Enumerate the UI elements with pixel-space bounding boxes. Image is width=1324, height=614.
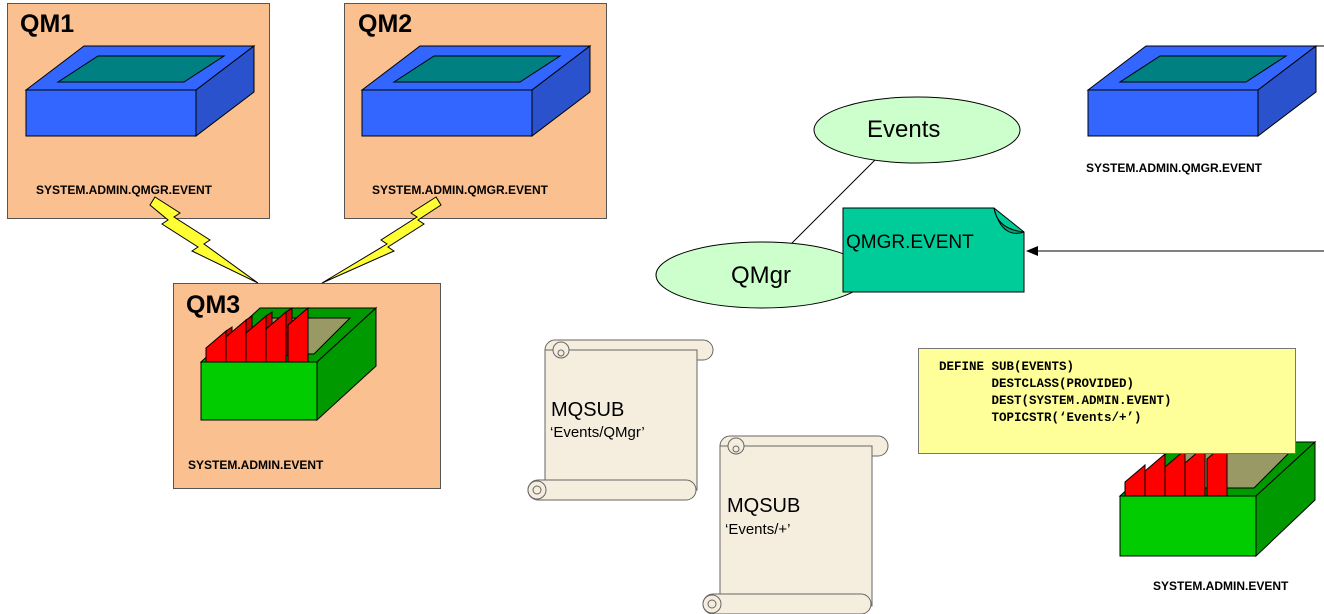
publication-label: QMGR.EVENT [846, 232, 974, 253]
lightning-icon-qm2 [321, 196, 442, 284]
qm2-queue-icon [360, 44, 592, 138]
right-queue-icon-top [1086, 44, 1318, 138]
publish-arrow [1026, 246, 1324, 256]
subscription-2-topic: ‘Events/+’ [725, 521, 791, 538]
define-sub-command: DEFINE SUB(EVENTS) DESTCLASS(PROVIDED) D… [918, 348, 1296, 454]
subscription-scroll-1 [527, 339, 714, 501]
subscription-scroll-2 [702, 435, 889, 614]
define-sub-line-3: DEST(SYSTEM.ADMIN.EVENT) [939, 394, 1172, 408]
qmgr-label: QMgr [731, 262, 791, 289]
define-sub-line-2: DESTCLASS(PROVIDED) [939, 377, 1135, 391]
events-node [813, 96, 1021, 164]
qm3-queue-icon [199, 306, 378, 422]
qm1-title: QM1 [20, 10, 75, 38]
qm2-title: QM2 [358, 10, 413, 38]
lightning-icon-qm1 [149, 196, 259, 284]
define-sub-line-4: TOPICSTR(‘Events/+’) [939, 411, 1142, 425]
subscription-1-api: MQSUB [551, 399, 625, 421]
define-sub-line-1: DEFINE SUB(EVENTS) [939, 360, 1075, 374]
qm3-title: QM3 [186, 291, 241, 319]
subscription-2-api: MQSUB [727, 495, 801, 517]
publication-document-icon [842, 207, 1025, 293]
qm1-queue-icon [24, 44, 256, 138]
right-queue-icon-bottom [1118, 440, 1317, 558]
right-queue-label-bottom: SYSTEM.ADMIN.EVENT [1153, 579, 1289, 593]
qm3-queue-label: SYSTEM.ADMIN.EVENT [188, 458, 324, 472]
events-label: Events [867, 116, 941, 143]
subscription-1-topic: ‘Events/QMgr’ [550, 424, 645, 441]
qm1-queue-label: SYSTEM.ADMIN.QMGR.EVENT [36, 183, 213, 197]
qm2-queue-label: SYSTEM.ADMIN.QMGR.EVENT [372, 183, 549, 197]
right-queue-label-top: SYSTEM.ADMIN.QMGR.EVENT [1086, 161, 1263, 175]
